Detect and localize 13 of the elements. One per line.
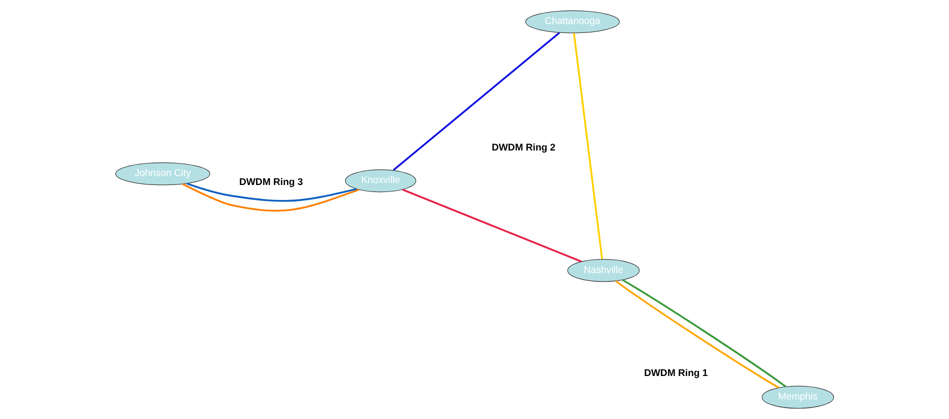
connector	[182, 183, 360, 212]
node-ellipse: Memphis	[762, 386, 834, 409]
label: DWDM Ring 2	[492, 142, 556, 154]
node-ellipse: Knoxville	[345, 169, 416, 192]
label: DWDM Ring 3	[239, 176, 303, 188]
label: DWDM Ring 1	[644, 368, 708, 380]
connector	[186, 182, 357, 202]
node-ellipse: Nashville	[567, 259, 640, 282]
node-ellipse: Chattanooga	[525, 10, 620, 34]
connector	[402, 188, 582, 262]
connector	[573, 33, 603, 260]
node-ellipse: Johnson City	[115, 162, 210, 186]
connector	[392, 32, 560, 171]
